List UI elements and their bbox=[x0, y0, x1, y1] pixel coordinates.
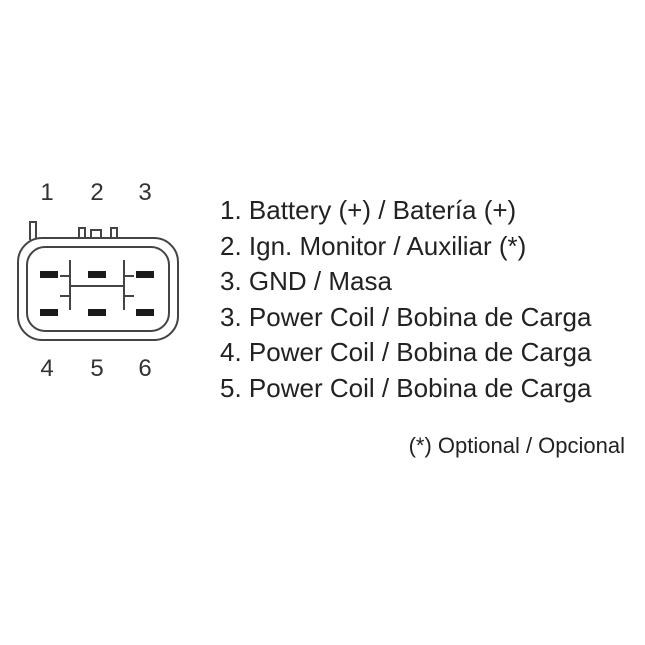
pin-label-5: 5 bbox=[90, 355, 104, 382]
pin-label-2: 2 bbox=[90, 179, 104, 206]
pin-label-3: 3 bbox=[138, 179, 152, 206]
pin-legend: 1. Battery (+) / Batería (+) 2. Ign. Mon… bbox=[220, 193, 591, 406]
legend-item: 3. Power Coil / Bobina de Carga bbox=[220, 301, 592, 332]
legend-item: 5. Power Coil / Bobina de Carga bbox=[220, 372, 592, 403]
connector-outline bbox=[17, 221, 179, 341]
legend-item: 4. Power Coil / Bobina de Carga bbox=[220, 337, 592, 367]
terminal-1 bbox=[40, 271, 58, 278]
legend-item: 3. GND / Masa bbox=[220, 266, 392, 296]
terminal-3 bbox=[136, 271, 154, 278]
pin-label-6: 6 bbox=[138, 355, 152, 382]
terminal-2 bbox=[88, 271, 106, 278]
pin-label-1: 1 bbox=[40, 179, 54, 206]
legend-item: 1. Battery (+) / Batería (+) bbox=[220, 195, 517, 225]
terminal-6 bbox=[136, 309, 154, 316]
footnote: (*) Optional / Opcional bbox=[408, 433, 625, 458]
pin-label-4: 4 bbox=[40, 355, 54, 382]
terminal-5 bbox=[88, 309, 106, 316]
legend-item: 2. Ign. Monitor / Auxiliar (*) bbox=[220, 230, 527, 261]
terminal-4 bbox=[40, 309, 58, 316]
